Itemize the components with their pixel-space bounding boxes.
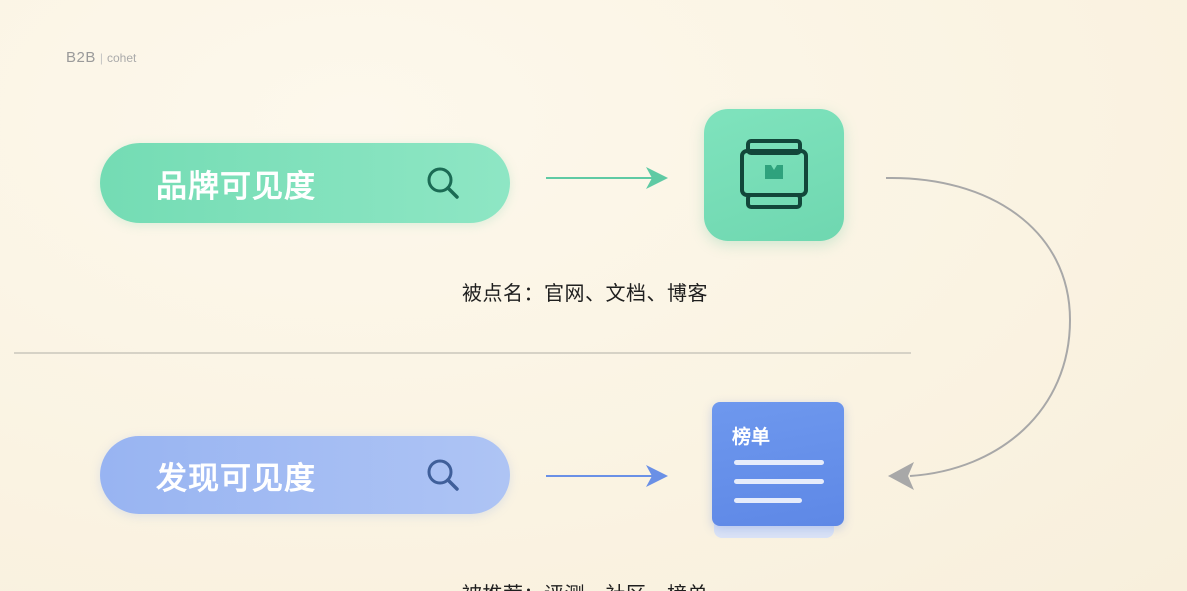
curved-arrow-icon [885,176,1072,490]
discovery-visibility-caption: 被推荐：评测、社区、榜单 [462,578,708,591]
discovery-visibility-label: 发现可见度 [156,460,316,497]
logo-main-text: B2B [66,49,96,66]
logo: B2B | cohet [66,49,136,66]
search-icon [427,167,459,199]
document-list-icon: 榜单 [710,400,846,540]
brand-visibility-pill: 品牌可见度 [100,143,510,223]
document-line [734,498,802,503]
document-body: 榜单 [712,402,844,526]
document-title: 榜单 [732,426,771,448]
section-divider [14,352,911,354]
browser-window-icon [740,139,808,209]
document-line [734,479,824,484]
brand-visibility-label: 品牌可见度 [156,168,316,205]
website-app-tile [704,109,844,241]
logo-sub-text: cohet [106,51,137,65]
document-line [734,460,824,465]
search-icon [427,459,459,491]
arrow-right-icon [546,465,668,487]
discovery-visibility-pill: 发现可见度 [100,436,510,514]
brand-visibility-caption: 被点名：官网、文档、博客 [462,281,708,305]
logo-separator: | [99,51,103,65]
arrow-right-icon [546,167,668,189]
